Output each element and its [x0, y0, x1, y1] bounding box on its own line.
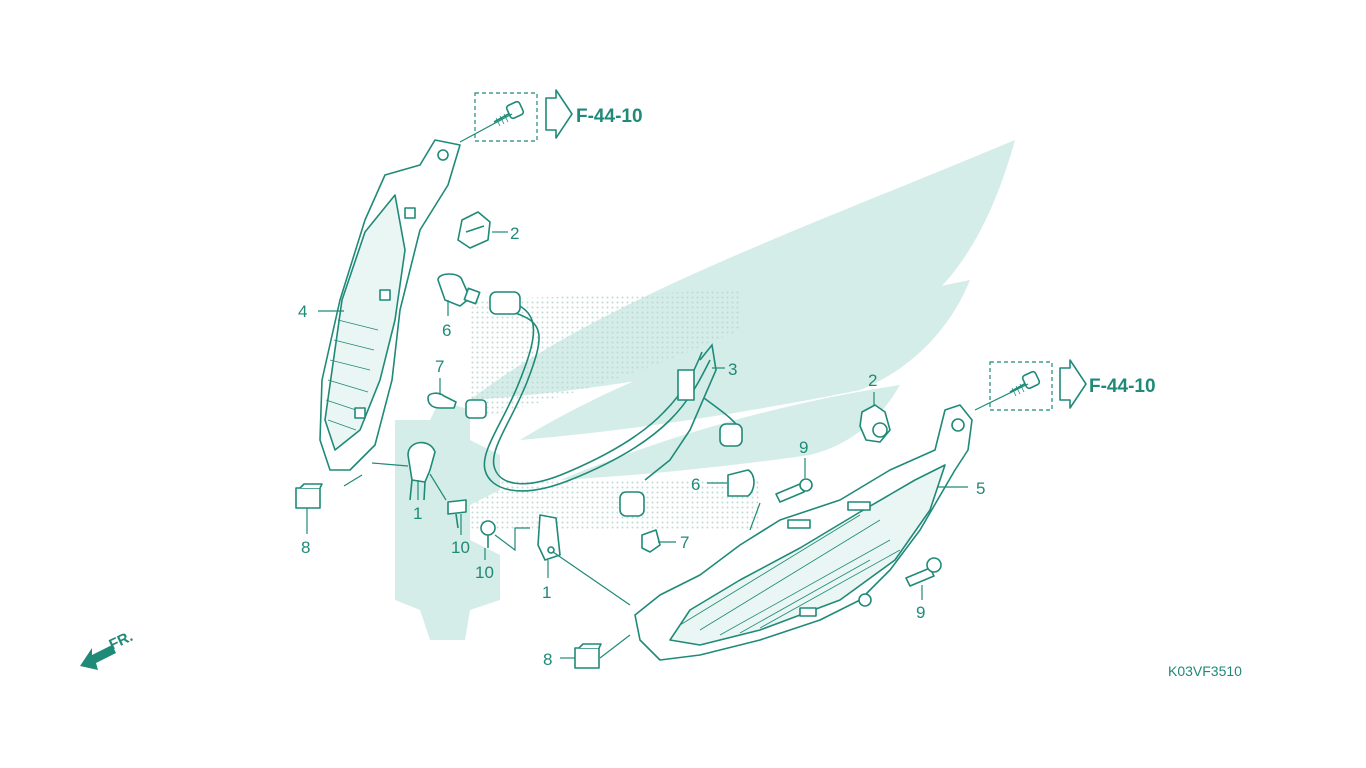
- socket-left: [407, 441, 436, 501]
- wedge-bulb-right: [641, 529, 661, 553]
- arrow-icon: [545, 89, 573, 139]
- callout-1-left[interactable]: 1: [413, 504, 422, 523]
- callout-2-upper[interactable]: 2: [510, 224, 519, 243]
- callout-8-left[interactable]: 8: [301, 538, 310, 557]
- callout-9-lower[interactable]: 9: [916, 603, 925, 622]
- leader-lines: [306, 231, 968, 659]
- socket-cover-upper: [457, 211, 491, 249]
- callout-4[interactable]: 4: [298, 302, 307, 321]
- right-turn-signal-lens: [634, 404, 973, 661]
- clip-left: [295, 483, 323, 509]
- callout-10-center[interactable]: 10: [475, 563, 494, 582]
- screw-center: [480, 520, 496, 548]
- callout-7-right[interactable]: 7: [680, 533, 689, 552]
- bulb-upper: [437, 273, 481, 307]
- callout-10-left[interactable]: 10: [451, 538, 470, 557]
- callout-1-center[interactable]: 1: [542, 583, 551, 602]
- reference-label-right[interactable]: F-44-10: [1089, 376, 1156, 397]
- callout-5[interactable]: 5: [976, 479, 985, 498]
- screw-lower-right: [905, 557, 942, 587]
- bolt-icon: [1009, 370, 1041, 397]
- bracket-center: [537, 514, 561, 561]
- clip-right: [574, 643, 602, 669]
- callout-6-upper[interactable]: 6: [442, 321, 451, 340]
- callout-7-upper[interactable]: 7: [435, 357, 444, 376]
- callout-6-right[interactable]: 6: [691, 475, 700, 494]
- screw-upper-right: [775, 478, 813, 503]
- wire-harness: [465, 291, 743, 517]
- reference-top: F-44-10: [459, 89, 643, 143]
- screw-left: [447, 499, 467, 529]
- callout-numbers: 4 2 6 7 3 1 8 10 10 1 2 5 6 7 9 9 8: [298, 224, 985, 669]
- diagram-code: K03VF3510: [1168, 663, 1242, 679]
- reference-right: F-44-10: [974, 359, 1156, 411]
- reference-label-top[interactable]: F-44-10: [576, 106, 643, 127]
- callout-2-right[interactable]: 2: [868, 371, 877, 390]
- callout-3[interactable]: 3: [728, 360, 737, 379]
- front-direction-indicator: FR.: [80, 628, 136, 670]
- arrow-icon: [1059, 359, 1087, 409]
- direction-label: FR.: [107, 628, 136, 654]
- wedge-bulb-upper: [427, 392, 457, 409]
- left-turn-signal-lens: [319, 139, 461, 471]
- callout-9-upper[interactable]: 9: [799, 438, 808, 457]
- callout-8-right[interactable]: 8: [543, 650, 552, 669]
- front-arrow-icon: [80, 645, 116, 670]
- bulb-right: [727, 469, 755, 497]
- bolt-icon: [493, 100, 525, 127]
- socket-cover-right: [859, 404, 891, 443]
